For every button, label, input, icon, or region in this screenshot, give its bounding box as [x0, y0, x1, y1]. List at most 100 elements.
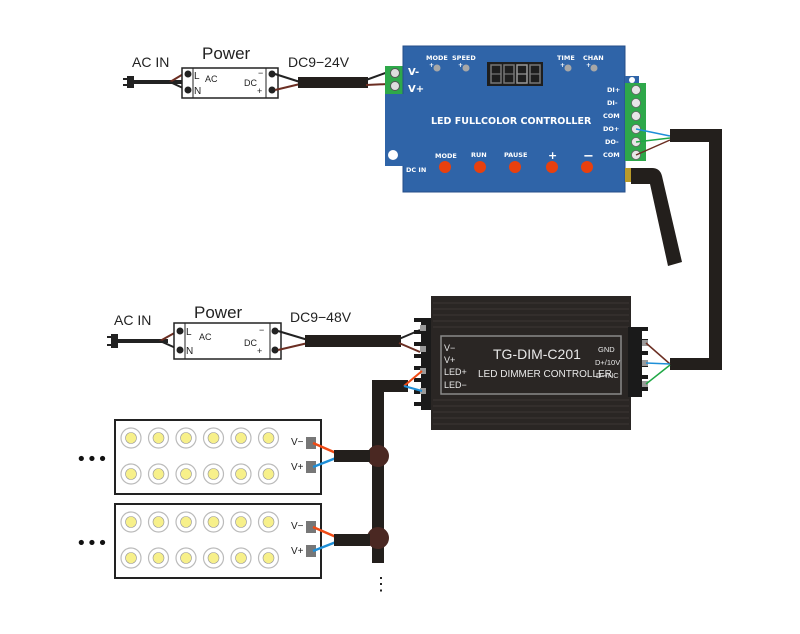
led-chip [235, 552, 247, 564]
svg-text:GND: GND [598, 345, 615, 354]
led-chip [180, 432, 192, 444]
data-cable [670, 129, 722, 370]
led-chip [125, 552, 137, 564]
svg-text:MODE: MODE [426, 54, 448, 62]
psu-title-1: Power [202, 44, 251, 63]
svg-text:V+: V+ [444, 355, 455, 365]
svg-text:SPEED: SPEED [452, 54, 476, 62]
dimmer-model: TG-DIM-C201 [493, 346, 581, 362]
pause-button[interactable] [509, 161, 521, 173]
ac-plug-icon-2 [107, 334, 168, 348]
svg-text:−: − [258, 68, 263, 78]
svg-text:V−: V− [444, 343, 455, 353]
led-chip [180, 552, 192, 564]
ac-plug-icon-1 [123, 76, 184, 88]
svg-text:DC: DC [244, 338, 257, 348]
led-chip [152, 468, 165, 480]
psu-title-2: Power [194, 303, 243, 322]
svg-text:MODE: MODE [435, 152, 457, 160]
dimmer-controller: V− V+ LED+ LED− TG-DIM-C201 LED DIMMER C… [414, 296, 671, 430]
led-chip [207, 516, 220, 528]
led-v-minus-label: V− [291, 521, 304, 532]
led-chip [235, 516, 247, 528]
continuation-dots: ••• [76, 449, 108, 470]
power-cable-stub [631, 168, 682, 266]
svg-text:DC: DC [244, 78, 257, 88]
ac-in-label-1: AC IN [132, 54, 169, 70]
led-chip [152, 552, 165, 564]
svg-text:+: + [257, 86, 262, 96]
psu-output-voltage-2: DC9−48V [290, 309, 352, 325]
svg-text:LED−: LED− [444, 380, 467, 390]
led-cable [334, 450, 370, 462]
psu-output-voltage-1: DC9−24V [288, 54, 350, 70]
led-chip [125, 432, 137, 444]
svg-text:AC: AC [199, 332, 212, 342]
continuation-dots: ••• [76, 533, 108, 554]
power-supply-1: AC IN Power L N AC DC − + DC9−24V [123, 44, 389, 99]
led-module: V− V+ ••• [76, 503, 370, 579]
ac-in-label-2: AC IN [114, 312, 151, 328]
led-chip [125, 468, 137, 480]
svg-text:COM: COM [603, 151, 620, 159]
svg-text:+: + [548, 149, 557, 162]
svg-text:TIME: TIME [557, 54, 575, 62]
led-v-plus-label: V+ [291, 546, 304, 557]
power-supply-2: AC IN Power L N AC DC − + DC9−48V [107, 303, 421, 360]
controller-title: LED FULLCOLOR CONTROLLER [431, 116, 592, 127]
plus-button[interactable] [546, 161, 558, 173]
led-chip [262, 552, 275, 564]
led-chip [180, 516, 192, 528]
svg-text:AC: AC [205, 74, 218, 84]
led-chip [262, 432, 275, 444]
v-plus-pad [306, 545, 316, 557]
svg-text:DC IN: DC IN [406, 166, 426, 174]
svg-text:DI-: DI- [607, 99, 618, 107]
led-chip [180, 468, 192, 480]
svg-text:+: + [257, 346, 262, 356]
fullcolor-controller: V- V+ MODE SPEED TIME CHAN + + + + [385, 45, 682, 266]
svg-text:PAUSE: PAUSE [504, 151, 527, 159]
svg-text:−: − [583, 149, 594, 164]
svg-text:+: + [586, 62, 591, 69]
svg-text:N: N [194, 86, 201, 97]
svg-text:L: L [194, 71, 200, 82]
bus-continuation: ⋮ [372, 574, 390, 594]
led-chip [207, 432, 220, 444]
minus-button[interactable] [581, 161, 593, 173]
led-output-bus: ⋮ [367, 370, 423, 594]
svg-text:V-: V- [408, 67, 419, 78]
v-plus-pad [306, 461, 316, 473]
psu-box-1 [181, 67, 279, 99]
dc-cable-2 [305, 335, 401, 347]
dimmer-label-panel [440, 335, 622, 395]
led-chip [262, 468, 275, 480]
psu-box-2 [173, 322, 282, 360]
mode-button[interactable] [439, 161, 451, 173]
led-cable [334, 534, 370, 546]
svg-text:L: L [186, 327, 192, 338]
svg-text:D+/10V: D+/10V [595, 358, 620, 367]
svg-text:+: + [429, 62, 434, 69]
seven-segment-display [487, 62, 543, 86]
led-modules: V−V+•••V−V+••• [76, 419, 370, 579]
svg-text:DO-: DO- [605, 138, 619, 146]
indicator-leds: + + + + [429, 62, 598, 72]
junction-1 [367, 445, 389, 467]
dimmer-title: LED DIMMER CONTROLLER [478, 369, 612, 380]
led-chip [235, 432, 247, 444]
led-v-minus-label: V− [291, 437, 304, 448]
svg-text:+: + [560, 62, 565, 69]
svg-text:CHAN: CHAN [583, 54, 604, 62]
svg-text:+: + [458, 62, 463, 69]
junction-2 [367, 527, 389, 549]
led-chip [207, 552, 220, 564]
svg-text:DO+: DO+ [603, 125, 619, 133]
svg-text:DI+: DI+ [607, 86, 620, 94]
led-chip [125, 516, 137, 528]
svg-text:COM: COM [603, 112, 620, 120]
run-button[interactable] [474, 161, 486, 173]
led-chip [152, 432, 165, 444]
led-module: V−V+••• [76, 419, 370, 495]
